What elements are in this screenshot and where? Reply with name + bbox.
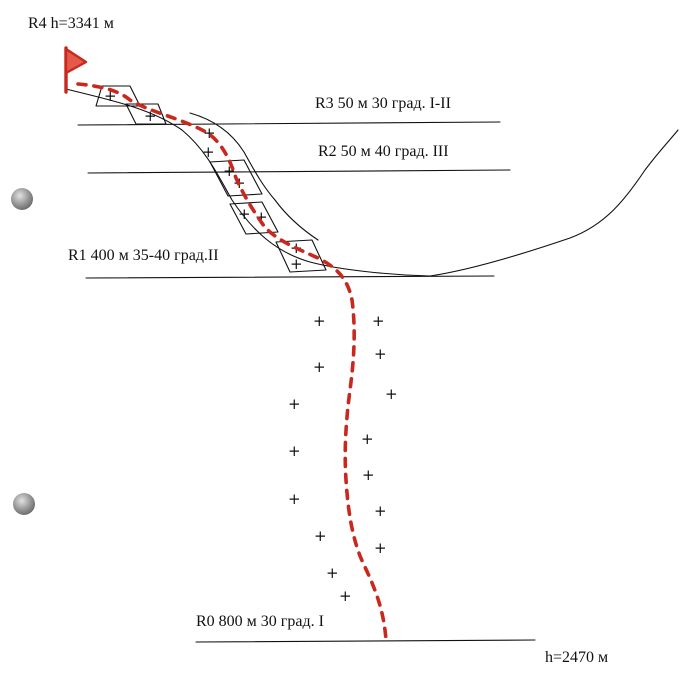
section-label-r2: R2 50 м 40 град. III (318, 143, 449, 160)
rock-mark: + (362, 466, 375, 484)
rock-mark: + (288, 442, 301, 460)
rock-slab-2 (125, 103, 167, 125)
summit-label: R4 h=3341 м (28, 15, 114, 32)
section-label-r1: R1 400 м 35-40 град.II (68, 247, 219, 264)
section-line-base (195, 639, 536, 643)
section-label-r3: R3 50 м 30 град. I-II (315, 95, 451, 112)
rock-mark: + (372, 312, 385, 330)
rock-mark: + (288, 395, 301, 413)
hole-punch-top (11, 188, 33, 210)
rock-mark: + (374, 345, 387, 363)
rock-mark: + (238, 205, 251, 223)
rock-marks: + + + + + + + + + + + + + + + + + + + + … (104, 87, 398, 605)
rock-mark: + (314, 527, 327, 545)
rock-mark: + (288, 490, 301, 508)
section-label-r0: R0 800 м 30 град. I (196, 613, 324, 630)
rock-mark: + (374, 502, 387, 520)
rock-mark: + (361, 430, 374, 448)
rock-slab-3 (209, 159, 263, 197)
rock-mark: + (290, 255, 303, 273)
rock-slab-4 (229, 201, 279, 235)
terrain-left-profile (65, 88, 431, 277)
rock-mark: + (202, 143, 215, 161)
rock-mark: + (339, 587, 352, 605)
rock-slab-5 (275, 239, 327, 273)
section-line-r1 (85, 275, 495, 279)
section-line-r2 (87, 169, 511, 174)
summit-flag-icon (64, 46, 88, 94)
hole-punch-bottom (13, 493, 35, 515)
climbing-route (76, 82, 388, 642)
rock-mark: + (374, 539, 387, 557)
rock-mark: + (313, 312, 326, 330)
terrain-ridge-edge (189, 112, 319, 241)
rock-mark: + (326, 564, 339, 582)
terrain-right-slope (429, 129, 679, 277)
flag-cloth (64, 47, 88, 75)
rock-mark: + (385, 385, 398, 403)
base-elevation-label: h=2470 м (545, 649, 608, 666)
rock-mark: + (255, 208, 268, 226)
rock-mark: + (313, 358, 326, 376)
